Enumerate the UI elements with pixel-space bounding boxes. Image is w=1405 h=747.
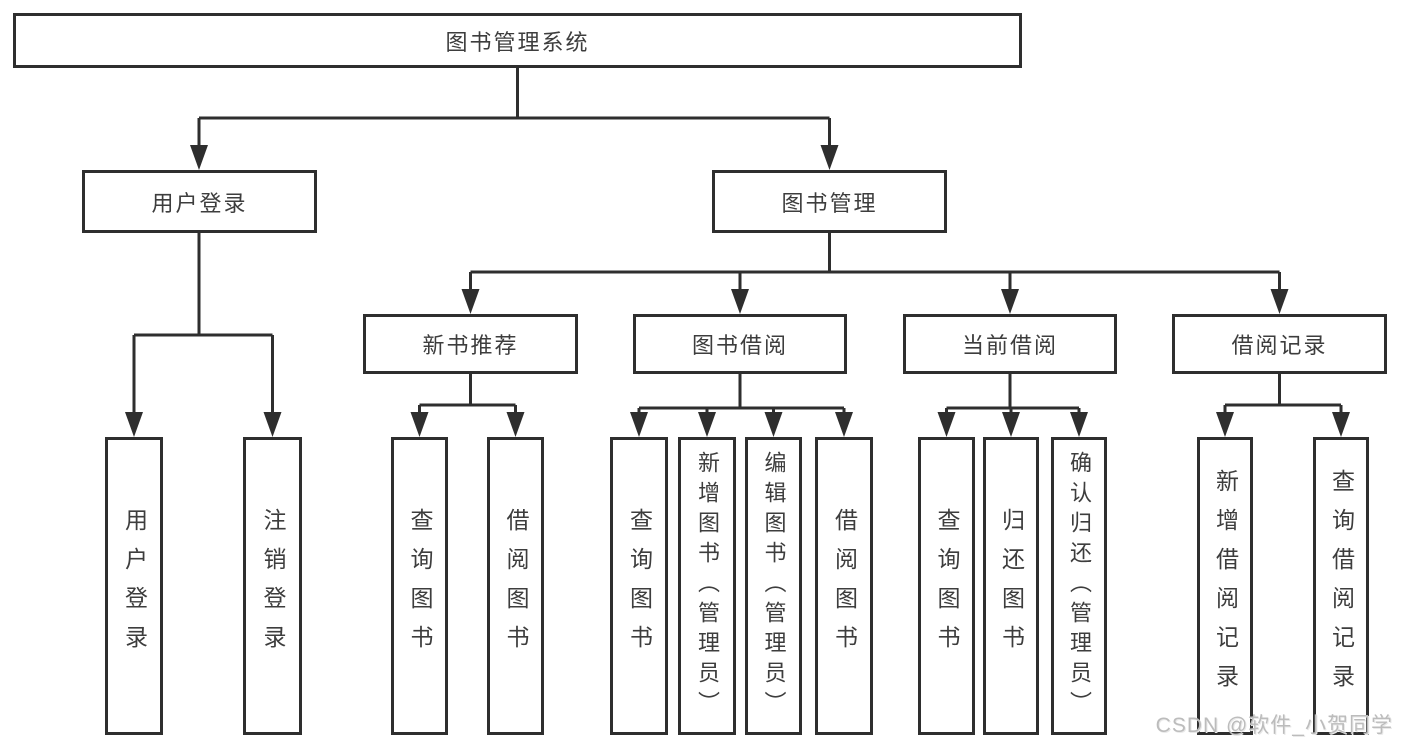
node-new-book-recommend-label: 新书推荐 (422, 333, 519, 358)
node-borrow-records-label: 借阅记录 (1231, 333, 1328, 358)
arrow-icon (698, 412, 716, 437)
leaf-current-query-book: 查询图书 (918, 437, 975, 735)
leaf-borrow-query-book-label: 查询图书 (626, 508, 653, 664)
leaf-recommend-query-book: 查询图书 (391, 437, 448, 735)
node-book-management: 图书管理 (712, 170, 947, 233)
node-new-book-recommend: 新书推荐 (363, 314, 578, 374)
arrow-icon (731, 289, 749, 314)
arrowheads (125, 145, 1350, 437)
node-user-login: 用户登录 (82, 170, 317, 233)
leaf-confirm-return-admin-label: 确认归还（管理员） (1067, 451, 1092, 721)
leaf-user-login-label: 用户登录 (121, 508, 148, 664)
leaf-recommend-query-book-label: 查询图书 (407, 508, 433, 664)
node-user-login-label: 用户登录 (151, 190, 248, 216)
arrow-icon (1002, 412, 1020, 437)
leaf-borrow-book-label: 借阅图书 (831, 508, 858, 664)
arrow-icon (190, 145, 208, 170)
leaf-add-book-admin: 新增图书（管理员） (678, 437, 736, 735)
arrow-icon (1216, 412, 1234, 437)
arrow-icon (1270, 289, 1289, 314)
arrow-icon (461, 289, 480, 314)
leaf-return-book: 归还图书 (983, 437, 1039, 735)
arrow-icon (1001, 289, 1019, 314)
arrow-icon (410, 412, 429, 437)
leaf-borrow-book: 借阅图书 (815, 437, 873, 735)
leaf-current-query-book-label: 查询图书 (934, 508, 960, 664)
node-current-borrow-label: 当前借阅 (961, 333, 1058, 358)
node-root-label: 图书管理系统 (445, 29, 590, 55)
leaf-add-book-admin-label: 新增图书（管理员） (695, 451, 720, 721)
leaf-recommend-borrow-book: 借阅图书 (487, 437, 544, 735)
leaf-edit-book-admin: 编辑图书（管理员） (745, 437, 802, 735)
arrow-icon (820, 145, 839, 170)
node-book-borrow-label: 图书借阅 (691, 333, 788, 358)
node-borrow-records: 借阅记录 (1172, 314, 1387, 374)
watermark: CSDN @软件_小贺同学 (1155, 714, 1393, 737)
arrow-icon (835, 412, 853, 437)
arrow-icon (125, 412, 143, 437)
leaf-edit-book-admin-label: 编辑图书（管理员） (761, 451, 787, 721)
node-root: 图书管理系统 (13, 13, 1022, 68)
leaf-borrow-query-book: 查询图书 (610, 437, 668, 735)
leaf-logout: 注销登录 (243, 437, 302, 735)
node-current-borrow: 当前借阅 (903, 314, 1117, 374)
leaf-user-login: 用户登录 (105, 437, 163, 735)
leaf-confirm-return-admin: 确认归还（管理员） (1051, 437, 1107, 735)
arrow-icon (506, 412, 525, 437)
leaf-return-book-label: 归还图书 (998, 508, 1025, 664)
leaf-recommend-borrow-book-label: 借阅图书 (503, 508, 529, 664)
arrow-icon (263, 412, 282, 437)
leaf-query-borrow-record-label: 查询借阅记录 (1328, 469, 1355, 703)
node-book-management-label: 图书管理 (781, 190, 878, 216)
leaf-add-borrow-record: 新增借阅记录 (1197, 437, 1253, 735)
arrow-icon (937, 412, 956, 437)
node-book-borrow: 图书借阅 (633, 314, 847, 374)
arrow-icon (1070, 412, 1088, 437)
leaf-logout-label: 注销登录 (260, 508, 286, 664)
arrow-icon (1332, 412, 1350, 437)
leaf-query-borrow-record: 查询借阅记录 (1313, 437, 1369, 735)
arrow-icon (764, 412, 783, 437)
leaf-add-borrow-record-label: 新增借阅记录 (1212, 469, 1239, 703)
arrow-icon (630, 412, 648, 437)
connector-path (132, 68, 1343, 413)
